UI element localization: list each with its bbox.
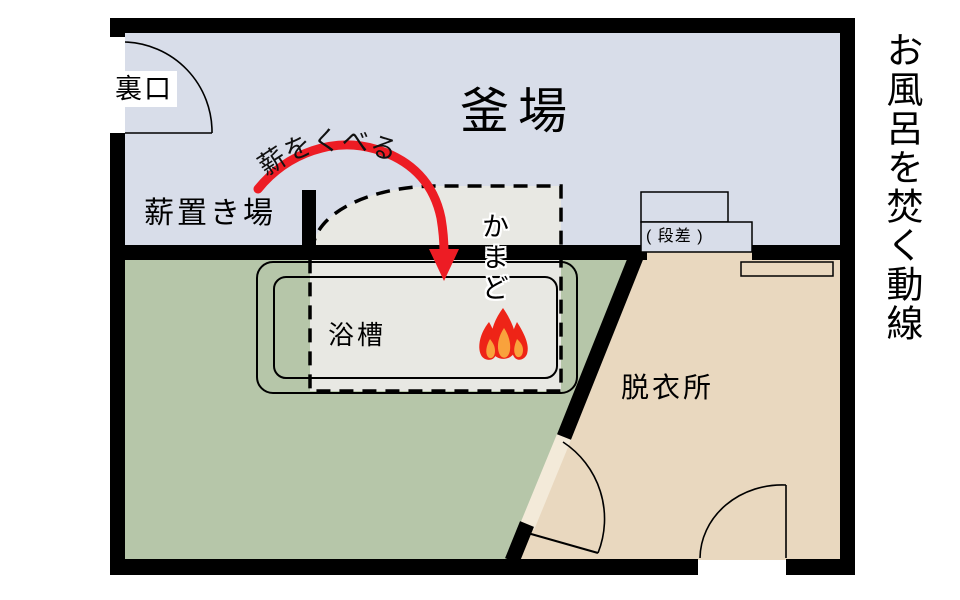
bathtub-label: 浴槽 — [328, 320, 387, 350]
title-vertical-label: お風呂を焚く動線 — [881, 31, 922, 343]
walls — [110, 18, 855, 575]
door-threshold-area — [520, 434, 571, 530]
wall-diagonal-upper — [557, 249, 645, 440]
bathroom-door-swing-icon — [562, 441, 606, 554]
fire-icon — [479, 308, 528, 360]
step-label: ( 段差 ) — [646, 228, 704, 245]
step-box-dressing — [740, 261, 834, 277]
feed-wood-arrowhead — [429, 249, 459, 281]
wall-bottom-left — [110, 559, 698, 575]
back-door-swing-icon — [124, 41, 213, 134]
wall-stub-wood-storage — [302, 190, 316, 247]
wall-bottom-right — [786, 559, 855, 575]
back-door-label: 裏口 — [115, 74, 173, 104]
bathtub-outer-outline — [256, 261, 578, 394]
wall-left-upper — [110, 18, 125, 37]
dressing-room-area — [513, 245, 841, 560]
kamado-label: かまど — [478, 212, 508, 305]
wall-right — [840, 18, 855, 575]
boiler-room-label: 釜場 — [460, 85, 577, 139]
entrance-door-swing-icon — [699, 484, 787, 559]
bathtub-inner-outline — [273, 276, 558, 379]
dressing-room-label: 脱衣所 — [621, 372, 715, 403]
wall-top — [110, 18, 855, 33]
wall-inner-left — [125, 245, 647, 260]
bathroom-door-leaf — [516, 528, 599, 555]
wall-inner-right — [752, 245, 840, 260]
back-door-label-plate — [111, 71, 177, 107]
feed-wood-arrow — [253, 140, 459, 281]
kamado-zone-dashed-outline — [308, 184, 563, 393]
feed-wood-arrow-shaft — [253, 140, 449, 257]
wall-diagonal-lower — [505, 521, 534, 564]
step-box-lower — [640, 221, 753, 253]
step-box-upper — [640, 191, 729, 223]
wall-left-lower — [110, 133, 125, 575]
kamado-zone — [310, 186, 561, 391]
wood-storage-label: 薪置き場 — [144, 197, 276, 230]
